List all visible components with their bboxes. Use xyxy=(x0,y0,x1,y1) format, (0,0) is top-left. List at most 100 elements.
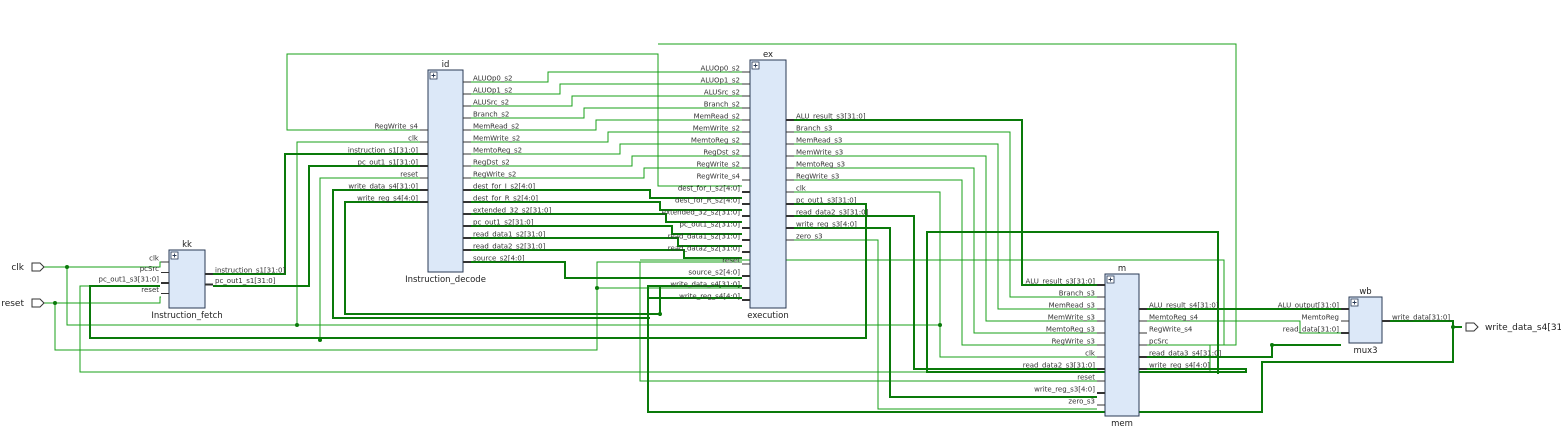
pin-label: clk xyxy=(408,135,419,143)
port-label: clk xyxy=(11,263,24,273)
bus-wire xyxy=(1390,320,1462,328)
pin-label: read_data1_s2[31:0] xyxy=(668,233,741,241)
block-m[interactable]: mmemALU_result_s3[31:0]Branch_s3MemRead_… xyxy=(1023,264,1222,429)
pin-label: zero_s3 xyxy=(796,233,823,241)
signal-wire xyxy=(296,141,420,325)
bus-wire xyxy=(471,189,742,199)
wire-junction xyxy=(318,338,322,342)
bus-wire xyxy=(213,153,420,275)
pin-label: pc_out1_s1[31:0] xyxy=(358,159,419,167)
pin-label: ALU_result_s3[31:0] xyxy=(1025,278,1095,286)
wire-junction xyxy=(1270,343,1274,347)
signal-wire xyxy=(471,107,742,119)
pin-label: reset xyxy=(400,171,418,179)
signal-wire xyxy=(471,95,742,107)
m-block-body xyxy=(1104,273,1140,417)
block-wb[interactable]: wbmux3ALU_output[31:0]MemtoRegread_data[… xyxy=(1278,287,1451,356)
pin-label: MemtoReg_s2 xyxy=(473,147,522,155)
pin-label: MemRead_s3 xyxy=(796,137,842,145)
pin-label: Branch_s2 xyxy=(704,101,740,109)
wire-junction xyxy=(53,301,57,305)
port-arrow-icon xyxy=(1465,322,1479,332)
signal-wire xyxy=(471,155,742,167)
pin-label: MemWrite_s2 xyxy=(473,135,520,143)
bus-wire xyxy=(213,165,420,287)
expand-icon xyxy=(751,61,760,70)
signal-wire xyxy=(471,167,742,179)
pin-label: write_reg_s4[4:0] xyxy=(1149,362,1210,370)
pin-label: source_s2[4:0] xyxy=(688,269,740,277)
signal-wire xyxy=(794,143,1097,310)
port-write-data-s4[interactable]: write_data_s4[31:0] xyxy=(1465,322,1561,333)
id-block-body xyxy=(427,69,464,273)
pin-label: dest_for_I_s2[4:0] xyxy=(473,183,535,191)
pin-label: pc_out1_s1[31:0] xyxy=(215,277,276,285)
pin-label: MemtoReg xyxy=(1302,314,1340,322)
port-arrow-icon xyxy=(31,262,45,272)
pin-label: Branch_s3 xyxy=(796,125,832,133)
port-reset[interactable]: reset xyxy=(1,298,45,309)
signal-wire xyxy=(44,296,161,304)
wire-junction xyxy=(938,323,942,327)
bus-wire xyxy=(794,215,1097,370)
pin-label: pcSrc xyxy=(140,265,159,273)
pin-label: MemRead_s2 xyxy=(694,113,740,121)
bus-wire xyxy=(344,201,742,315)
pin-label: write_data[31:0] xyxy=(1392,314,1450,322)
pin-label: MemRead_s3 xyxy=(1049,302,1095,310)
block-ex[interactable]: exexecutionALUOp0_s2ALUOp1_s2ALUSrc_s2Br… xyxy=(662,50,869,321)
port-clk[interactable]: clk xyxy=(11,262,45,273)
pin-label: RegWrite_s2 xyxy=(697,161,740,169)
pin-label: RegWrite_s3 xyxy=(796,173,839,181)
wire-junction xyxy=(295,323,299,327)
pin-label: write_data_s4[31:0] xyxy=(348,183,418,191)
signal-wire xyxy=(44,261,161,268)
block-id[interactable]: idInstruction_decodeRegWrite_s4clkinstru… xyxy=(348,60,552,285)
block-kk[interactable]: kkInstruction_fetchclkpcSrcpc_out1_s3[31… xyxy=(99,240,286,321)
pin-label: read_data2_s3[31:0] xyxy=(796,209,869,217)
pin-label: Branch_s2 xyxy=(473,111,509,119)
pin-label: RegWrite_s2 xyxy=(473,171,516,179)
pin-label: extended_32_s2[31:0] xyxy=(662,209,740,217)
signal-wire xyxy=(471,143,742,155)
blocks-layer: kkInstruction_fetchclkpcSrcpc_out1_s3[31… xyxy=(99,50,1451,429)
block-title: m xyxy=(1118,264,1126,274)
expand-icon xyxy=(1350,298,1359,307)
block-name: Instruction_fetch xyxy=(151,311,222,321)
signal-wire xyxy=(794,155,1097,322)
pin-label: RegWrite_s4 xyxy=(375,123,419,131)
wire-junction xyxy=(658,312,662,316)
block-title: wb xyxy=(1359,287,1371,297)
block-name: Instruction_decode xyxy=(405,275,486,285)
signal-wire xyxy=(794,179,1097,346)
pin-label: ALUSrc_s2 xyxy=(704,89,740,97)
pin-label: read_data3_s4[31:0] xyxy=(1149,350,1222,358)
pin-label: reset xyxy=(1077,374,1095,382)
pin-label: ALU_result_s4[31:0] xyxy=(1149,302,1219,310)
pin-label: dest_for_R_s2[4:0] xyxy=(675,197,740,205)
signal-wire xyxy=(471,71,742,83)
bus-wire xyxy=(794,119,1097,286)
pin-label: ALUSrc_s2 xyxy=(473,99,509,107)
bus-wire xyxy=(471,213,742,223)
signal-wire xyxy=(79,285,1211,373)
pin-label: ALUOp1_s2 xyxy=(701,77,740,85)
bus-layer xyxy=(53,119,1462,413)
pin-label: pc_out1_s3[31:0] xyxy=(99,276,160,284)
pin-label: read_data1_s2[31:0] xyxy=(473,231,546,239)
signal-wire xyxy=(471,83,742,95)
expand-icon xyxy=(429,71,438,80)
signal-wire xyxy=(794,131,1097,298)
signal-wire xyxy=(471,119,742,131)
port-label: reset xyxy=(1,299,24,309)
pin-label: pc_out1_s2[31:0] xyxy=(680,221,741,229)
pin-label: zero_s3 xyxy=(1068,398,1095,406)
port-arrow-icon xyxy=(31,298,45,308)
kk-block-body xyxy=(168,249,206,309)
signal-wire xyxy=(794,167,1097,334)
pin-label: clk xyxy=(1085,350,1096,358)
pin-label: source_s2[4:0] xyxy=(473,255,525,263)
signal-wire xyxy=(67,324,941,357)
pin-label: read_data2_s2[31:0] xyxy=(473,243,546,251)
pin-label: write_reg_s3[4:0] xyxy=(1034,386,1095,394)
